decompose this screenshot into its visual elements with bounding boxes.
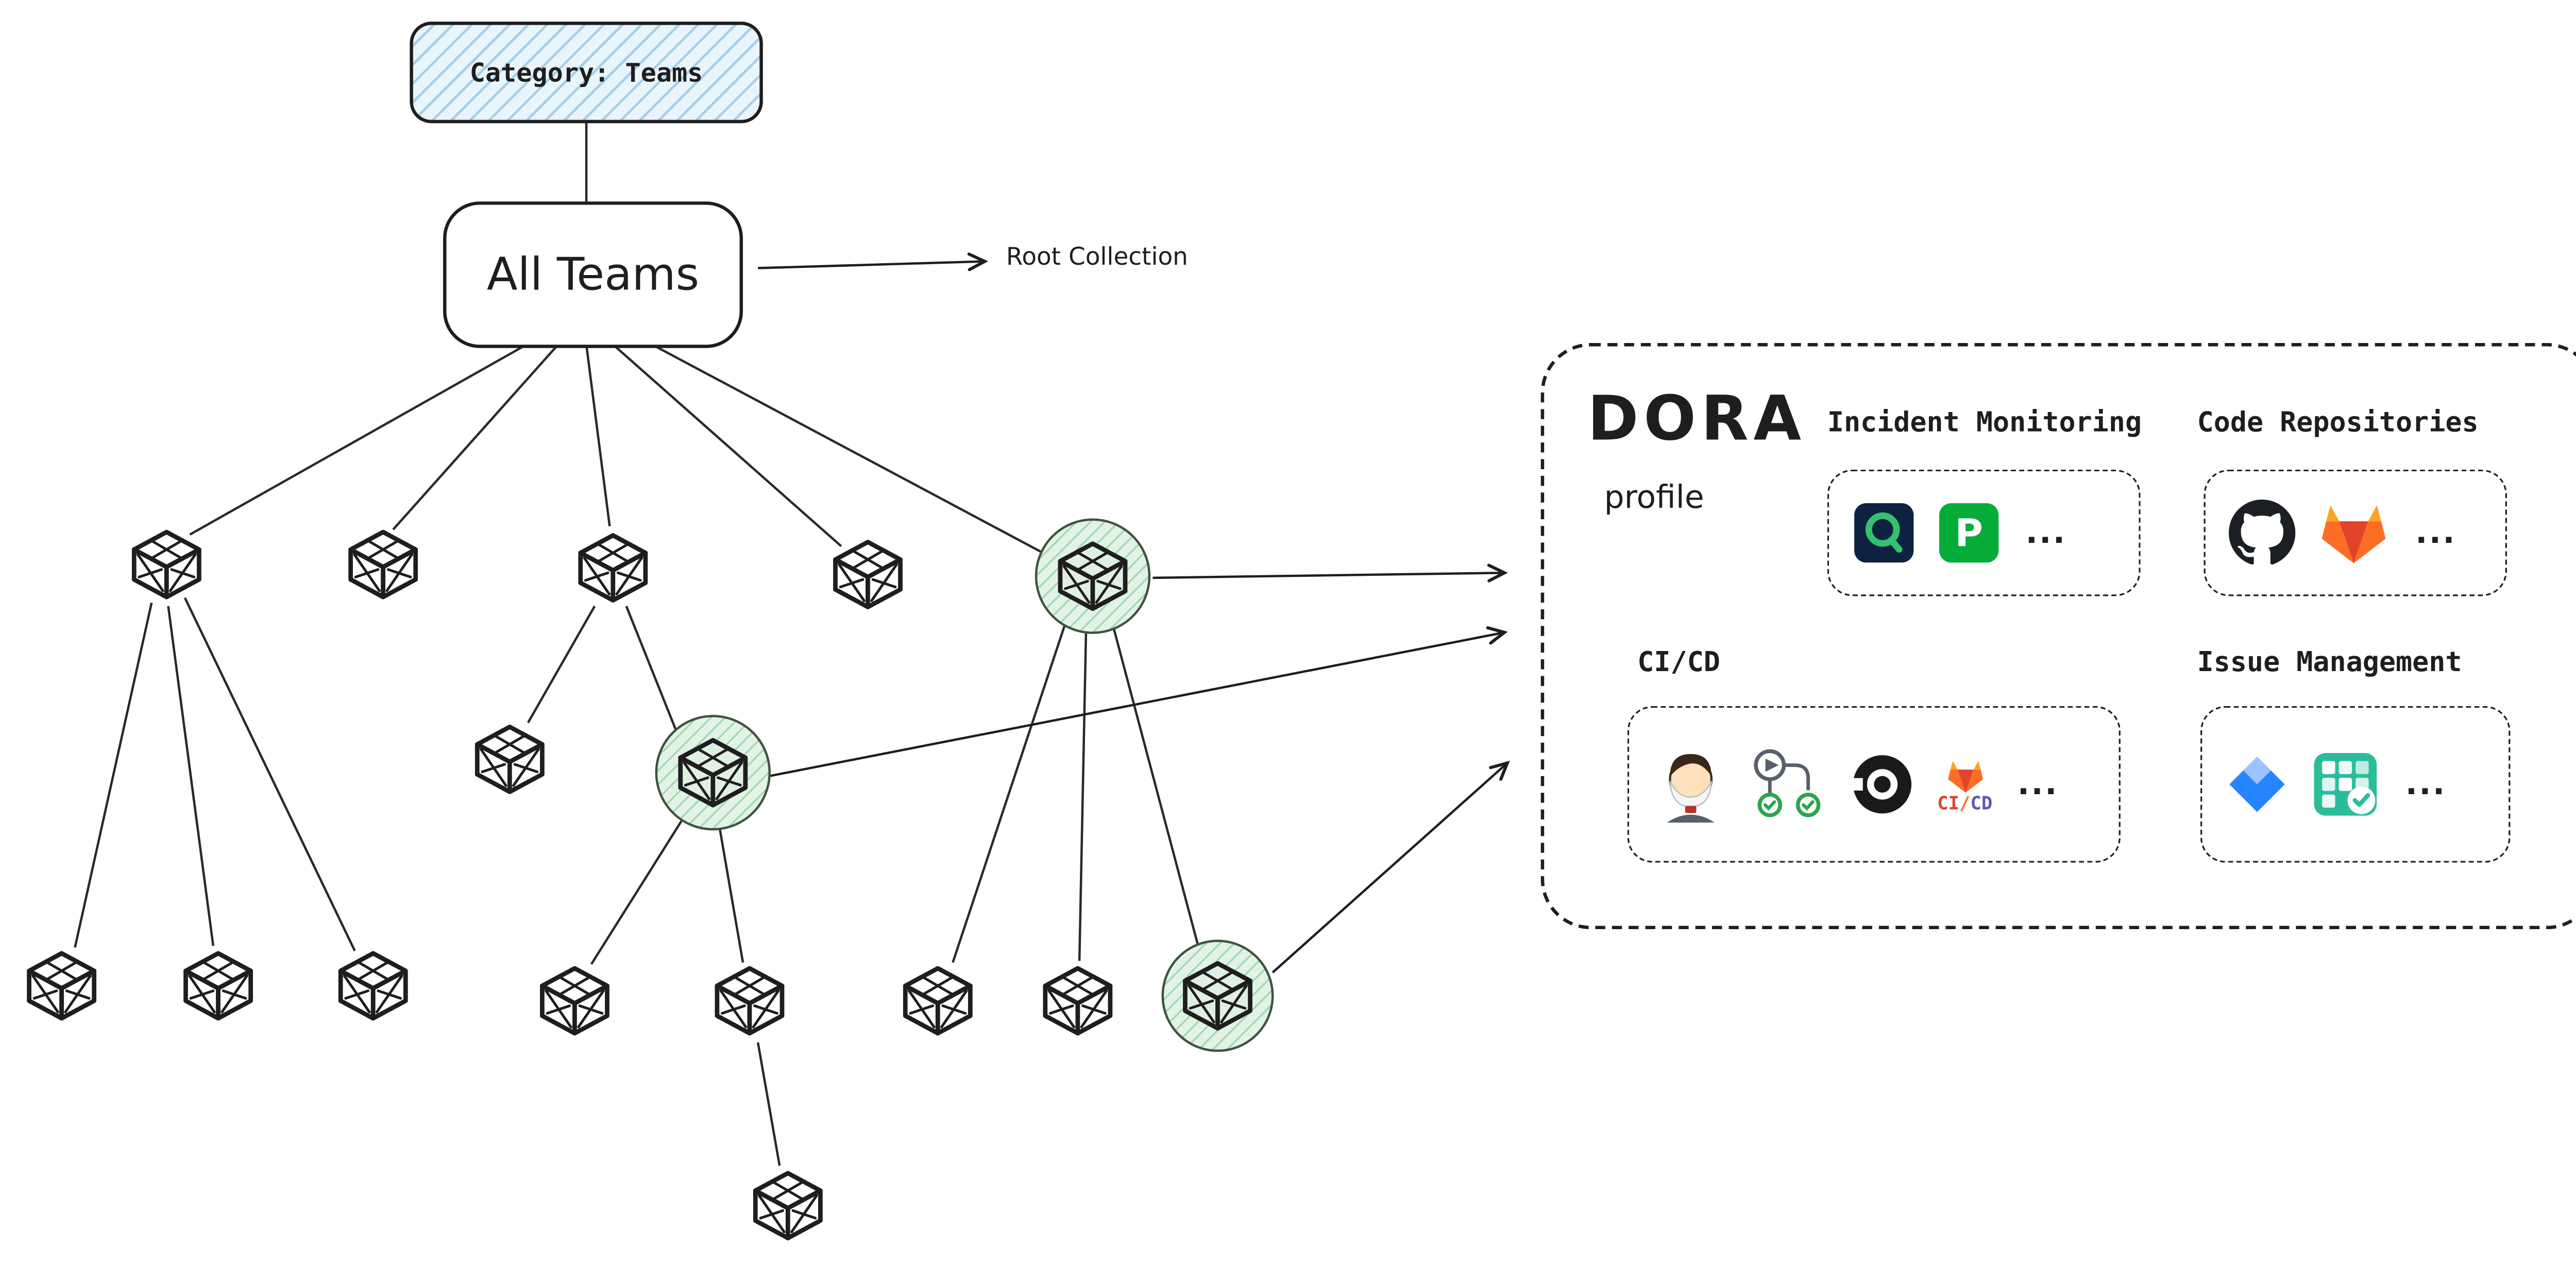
dora-arrows	[758, 252, 1510, 973]
team-node	[905, 968, 970, 1033]
team-node	[134, 532, 199, 597]
team-node	[835, 542, 900, 607]
team-node	[351, 532, 416, 597]
jenkins-icon	[1652, 746, 1729, 823]
selected-team-node	[1185, 963, 1250, 1028]
all-teams-label: All Teams	[486, 249, 700, 301]
task-board-icon	[2310, 749, 2380, 819]
root-collection-annotation: Root Collection	[1006, 245, 1188, 272]
team-node	[29, 953, 94, 1018]
jira-icon	[2226, 752, 2289, 816]
dora-profile-panel: DORA profile Incident Monitoring P ... C…	[1540, 343, 2576, 930]
team-node	[186, 953, 251, 1018]
section-issue-management: ...	[2200, 706, 2511, 863]
circleci-icon	[1849, 751, 1916, 817]
more-tools-indicator: ...	[2415, 515, 2456, 552]
dora-subtitle: profile	[1604, 480, 1704, 517]
section-label-issue-management: Issue Management	[2197, 646, 2462, 678]
dora-title: DORA	[1587, 383, 1806, 455]
team-node	[477, 727, 542, 792]
more-tools-indicator: ...	[2017, 766, 2059, 803]
section-code-repositories: ...	[2204, 469, 2507, 596]
more-tools-indicator: ...	[2405, 766, 2447, 803]
github-icon	[2229, 499, 2296, 566]
tree-edges	[74, 116, 1199, 1166]
team-node	[581, 535, 646, 600]
category-teams-box: Category: Teams	[410, 22, 763, 124]
more-tools-indicator: ...	[2025, 515, 2067, 552]
all-teams-box: All Teams	[443, 201, 743, 348]
category-teams-label: Category: Teams	[469, 57, 703, 88]
pagerduty-icon: P	[1937, 501, 2001, 564]
gitlab-cicd-icon: CI/CD	[1937, 757, 1992, 812]
pagerduty-letter: P	[1955, 510, 1982, 555]
selected-team-node	[681, 740, 745, 805]
gitlab-cicd-text: CI/CD	[1937, 792, 1993, 814]
github-actions-icon	[1751, 746, 1827, 823]
team-node	[341, 953, 405, 1018]
team-node	[542, 968, 607, 1033]
selected-team-node	[1060, 544, 1125, 609]
gitlab-icon	[2317, 500, 2390, 566]
section-cicd: CI/CD ...	[1627, 706, 2121, 863]
section-incident-monitoring: P ...	[1827, 469, 2141, 596]
opsgenie-icon	[1852, 501, 1916, 564]
team-node	[717, 968, 782, 1033]
section-label-code-repositories: Code Repositories	[2197, 406, 2479, 438]
section-label-incident-monitoring: Incident Monitoring	[1827, 406, 2142, 438]
team-node	[755, 1173, 820, 1238]
team-node	[1045, 968, 1110, 1033]
section-label-cicd: CI/CD	[1637, 646, 1720, 678]
